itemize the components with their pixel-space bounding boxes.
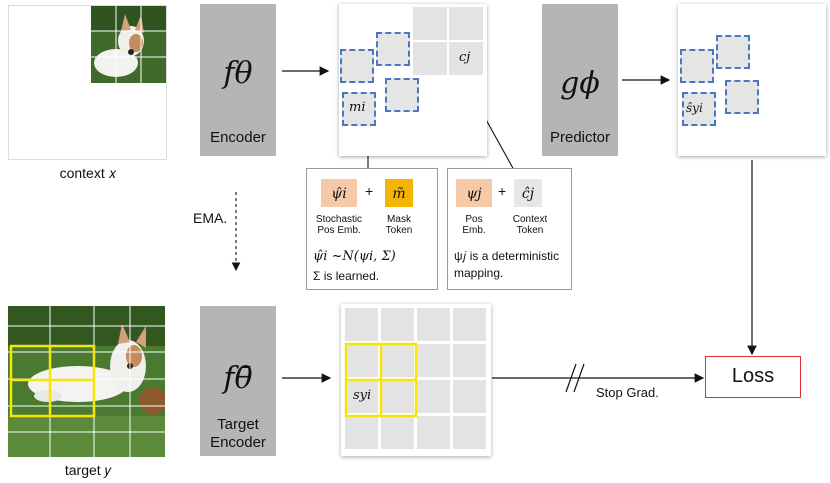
encoder-function: 𝑓𝜃	[223, 56, 253, 91]
context-token-swatch: ĉ𝑗	[514, 179, 542, 207]
target-tokens-panel: 𝑠𝑦𝑖	[341, 304, 491, 456]
stop-grad-mark-1	[565, 363, 577, 393]
target-token-cell	[381, 380, 414, 413]
target-caption: target 𝑦	[64, 462, 112, 478]
target-image	[8, 306, 167, 457]
predicted-token-box	[716, 35, 750, 69]
predicted-token-box-sy	[682, 92, 716, 126]
encoder-label: Encoder	[210, 129, 266, 146]
plus-sign: +	[498, 183, 507, 199]
deterministic-note-line2: mapping.	[454, 266, 504, 280]
predicted-token-box	[680, 49, 714, 83]
target-token-cell	[381, 344, 414, 377]
target-encoder-block: 𝑓θ̄ Target Encoder	[200, 306, 276, 456]
target-token-cell	[453, 380, 486, 413]
context-caption: context 𝑥	[59, 165, 117, 181]
predicted-tokens-panel: ŝ𝑦𝑖	[678, 4, 826, 156]
target-token-cell	[453, 308, 486, 341]
mask-token-box	[376, 32, 410, 66]
target-token-cell	[381, 416, 414, 449]
context-token-cell	[413, 7, 447, 40]
psi-hat-symbol: ψ̂𝑖	[331, 186, 347, 202]
ema-label: EMA.	[193, 210, 228, 226]
mask-token-box	[385, 78, 419, 112]
deterministic-note-line1: ψ𝑗 is a deterministic	[454, 249, 560, 263]
target-token-label: 𝑠𝑦𝑖	[353, 388, 372, 403]
pos-emb-swatch: ψ𝑗	[456, 179, 492, 207]
psi-hat-distribution: ψ̂𝑖 ~𝑁(ψ𝑖, Σ)	[313, 249, 396, 264]
mask-token-swatch: m̃	[385, 179, 413, 207]
target-token-cell	[453, 416, 486, 449]
stop-grad-label: Stop Grad.	[596, 385, 659, 400]
target-token-cell	[345, 308, 378, 341]
context-dog-crop	[91, 6, 166, 83]
stop-grad-mark-2	[573, 363, 585, 393]
target-token-cell	[417, 416, 450, 449]
target-token-cell	[345, 416, 378, 449]
stochastic-pos-emb-swatch: ψ̂𝑖	[321, 179, 357, 207]
target-dog-photo	[8, 306, 167, 457]
target-token-cell	[345, 344, 378, 377]
psi-symbol: ψ𝑗	[466, 186, 482, 202]
m-tilde-symbol: m̃	[392, 186, 406, 202]
predictor-function: 𝑔𝜙	[560, 66, 600, 101]
loss-box: Loss	[705, 356, 801, 398]
target-token-cell	[417, 344, 450, 377]
mask-token-box-mi	[342, 92, 376, 126]
plus-sign: +	[365, 183, 374, 199]
c-hat-symbol: ĉ𝑗	[521, 186, 535, 202]
predictor-block: 𝑔𝜙 Predictor	[542, 4, 618, 156]
target-token-cell	[381, 308, 414, 341]
mask-token-box	[340, 49, 374, 83]
sigma-learned-note: Σ is learned.	[313, 269, 380, 283]
target-token-cell	[417, 308, 450, 341]
predicted-token-label: ŝ𝑦𝑖	[686, 101, 703, 115]
target-encoder-label-line2: Encoder	[210, 434, 266, 451]
target-token-cell	[417, 380, 450, 413]
encoder-block: 𝑓𝜃 Encoder	[200, 4, 276, 156]
context-tokens-panel: 𝑐𝑗 𝑚𝑖	[339, 4, 487, 156]
context-image-frame	[8, 5, 167, 160]
target-token-cell	[453, 344, 486, 377]
context-token-cell	[413, 42, 447, 75]
predictor-label: Predictor	[549, 129, 611, 146]
target-encoder-label-line1: Target	[217, 416, 259, 433]
target-block-highlight	[344, 342, 418, 418]
mask-token-label: 𝑚𝑖	[349, 100, 366, 115]
target-token-cell	[345, 380, 378, 413]
target-encoder-function: 𝑓θ̄	[223, 361, 253, 396]
predicted-token-box	[725, 80, 759, 114]
context-token-cell	[449, 7, 483, 40]
context-token-cell	[449, 42, 483, 75]
context-token-label: 𝑐𝑗	[459, 50, 471, 65]
